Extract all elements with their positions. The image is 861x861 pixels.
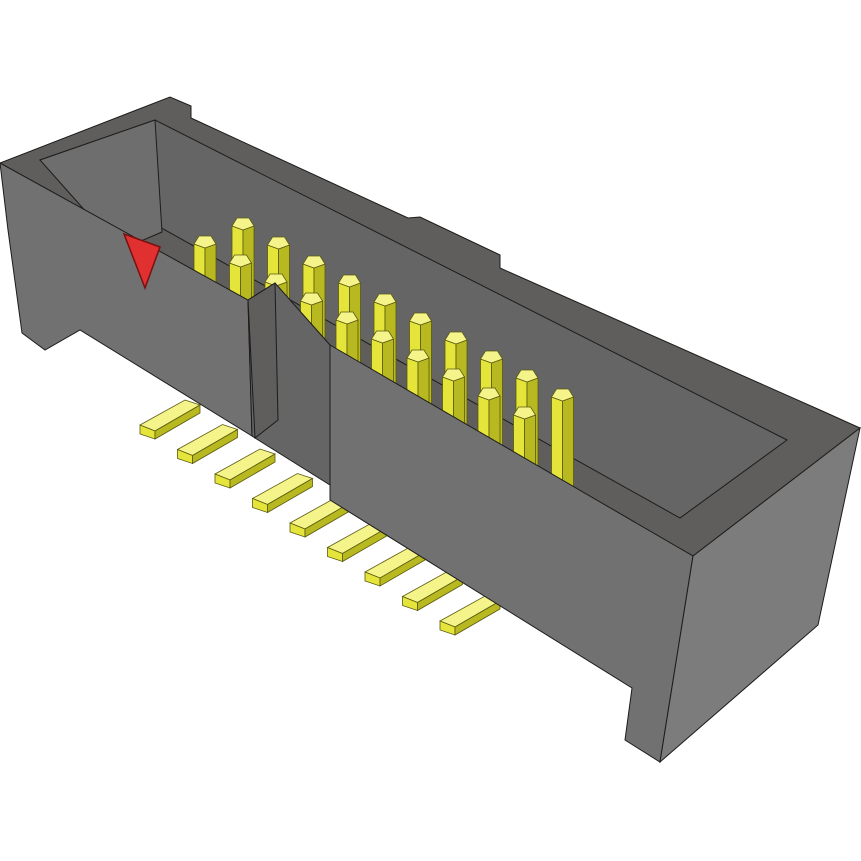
upper-pin-tip (444, 331, 468, 345)
tail-pin (439, 595, 501, 636)
lower-pin-tip (477, 387, 501, 401)
tail-pin (364, 546, 426, 587)
tail-pin-side (454, 600, 501, 636)
tail-pins (139, 399, 501, 636)
tail-pin-side (267, 477, 313, 514)
tail-pin (401, 571, 464, 612)
lower-pin-tip (193, 235, 217, 249)
tail-pin (326, 522, 389, 563)
tail-pin (214, 448, 276, 489)
upper-pin-tip (550, 388, 575, 402)
tail-pin-side (229, 453, 276, 489)
tail-pin (251, 473, 314, 514)
upper-pin-tip (337, 274, 362, 288)
upper-pin-tip (479, 350, 504, 364)
upper-pin-tip (302, 255, 326, 269)
upper-pin-tip (266, 236, 291, 250)
lower-pin-tip (228, 254, 253, 268)
housing-end-face (659, 426, 861, 764)
upper-pin-tip (231, 217, 255, 231)
lower-pin-tip (370, 330, 395, 344)
tail-pin (289, 497, 351, 538)
lower-pin-tip (406, 349, 430, 363)
tail-pin (139, 399, 201, 440)
lower-pin-tip (441, 368, 466, 382)
housing-key-wall-top (247, 282, 279, 439)
tail-pin-side (154, 404, 201, 440)
tail-pin-side (192, 428, 238, 465)
upper-pin-tip (373, 293, 397, 307)
polarity-mark-icon (122, 232, 161, 291)
upper-pin-tip (408, 312, 433, 326)
tail-pin-side (417, 575, 463, 612)
upper-pin-tip (515, 369, 539, 383)
tail-pin-side (379, 551, 426, 587)
lower-pin-tip (299, 292, 324, 306)
lower-pin-tip (335, 311, 359, 325)
lower-pin-tip (512, 406, 537, 420)
tail-pin (176, 424, 239, 465)
